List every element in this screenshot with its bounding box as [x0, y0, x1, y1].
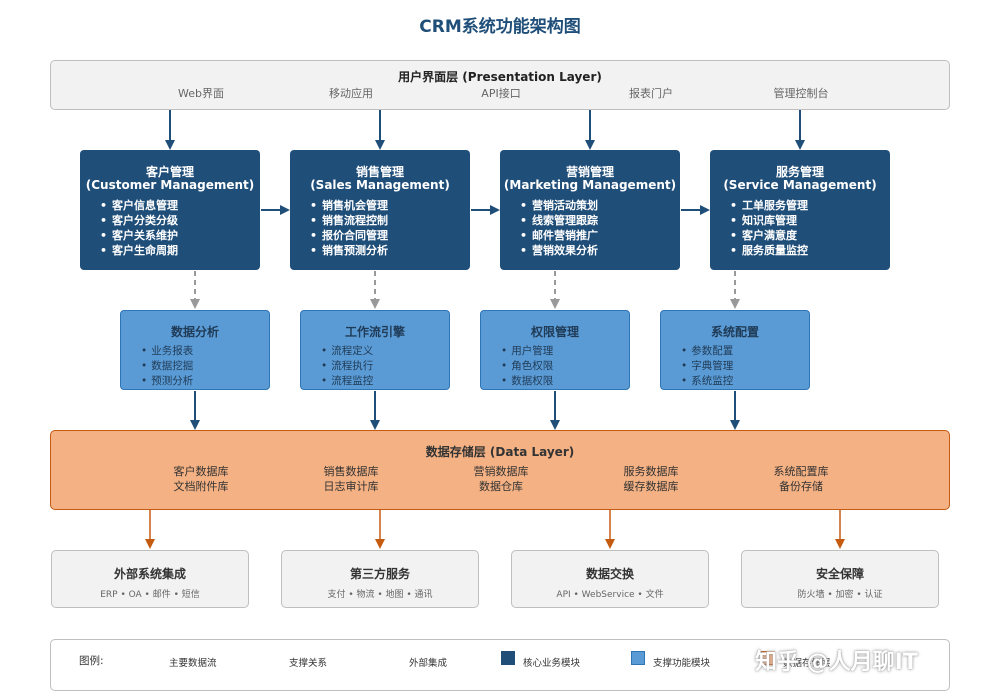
- support-feature: 用户管理: [501, 344, 553, 359]
- diagram-title: CRM系统功能架构图: [419, 17, 581, 37]
- module-feature: 知识库管理: [730, 213, 808, 228]
- external-name: 安全保障: [815, 567, 864, 581]
- support-module-name: 工作流引擎: [344, 325, 405, 339]
- data-layer: 数据存储层 (Data Layer) 客户数据库 文档附件库 销售数据库 日志审…: [50, 430, 950, 510]
- module-feature: 销售流程控制: [310, 213, 388, 228]
- data-store: 系统配置库: [773, 465, 829, 478]
- data-store-column: 服务数据库 缓存数据库: [576, 464, 726, 494]
- legend-data-swatch: [761, 651, 775, 665]
- data-store: 数据仓库: [479, 480, 523, 493]
- data-store-column: 客户数据库 文档附件库: [126, 464, 276, 494]
- support-module-name: 数据分析: [170, 325, 219, 339]
- data-store: 销售数据库: [323, 465, 379, 478]
- legend-data-label: 数据存储层: [783, 658, 831, 669]
- module-name: 客户管理: [145, 165, 194, 179]
- data-store: 日志审计库: [323, 480, 379, 493]
- external-system-integration: 外部系统集成 ERP • OA • 邮件 • 短信: [51, 550, 249, 608]
- module-feature: 客户满意度: [730, 228, 808, 243]
- support-feature: 数据权限: [501, 374, 553, 389]
- support-module-name: 权限管理: [530, 325, 579, 339]
- external-name: 数据交换: [585, 567, 634, 581]
- module-feature: 服务质量监控: [730, 243, 808, 258]
- data-store: 服务数据库: [623, 465, 679, 478]
- module-feature: 客户关系维护: [100, 228, 178, 243]
- external-data-exchange: 数据交换 API • WebService • 文件: [511, 550, 709, 608]
- pres-item-web: Web界面: [178, 87, 224, 100]
- support-feature: 业务报表: [141, 344, 193, 359]
- support-feature: 预测分析: [141, 374, 193, 389]
- support-module-config: 系统配置 参数配置 字典管理 系统监控: [660, 310, 810, 390]
- legend-external-label: 外部集成: [409, 658, 448, 669]
- data-store-column: 营销数据库 数据仓库: [426, 464, 576, 494]
- legend: 图例: 主要数据流 支撑关系 外部集成 核心业务模块 支撑功能模块 数据存储层: [50, 639, 950, 691]
- external-name: 外部系统集成: [113, 567, 186, 581]
- core-module-sales: 销售管理 (Sales Management) 销售机会管理 销售流程控制 报价…: [290, 150, 470, 270]
- legend-core-label: 核心业务模块: [523, 658, 581, 669]
- support-feature: 流程定义: [321, 344, 373, 359]
- module-feature: 工单服务管理: [730, 198, 808, 213]
- presentation-layer: 用户界面层 (Presentation Layer) Web界面 移动应用 AP…: [50, 60, 950, 110]
- module-name: 服务管理: [775, 165, 824, 179]
- legend-support-label: 支撑关系: [289, 658, 328, 669]
- module-feature: 客户信息管理: [100, 198, 178, 213]
- support-module-name: 系统配置: [710, 325, 759, 339]
- data-store: 文档附件库: [173, 480, 229, 493]
- module-feature: 报价合同管理: [310, 228, 388, 243]
- presentation-layer-title: 用户界面层 (Presentation Layer): [398, 70, 602, 84]
- legend-main-flow-label: 主要数据流: [169, 658, 217, 669]
- module-feature: 营销效果分析: [520, 243, 598, 258]
- support-feature: 数据挖掘: [141, 359, 193, 374]
- module-name-en: (Customer Management): [85, 178, 255, 192]
- external-detail: ERP • OA • 邮件 • 短信: [100, 590, 200, 600]
- support-feature: 流程监控: [321, 374, 373, 389]
- legend-support-swatch: [631, 651, 645, 665]
- module-feature: 邮件营销推广: [520, 228, 598, 243]
- module-feature: 销售机会管理: [310, 198, 388, 213]
- external-name: 第三方服务: [349, 567, 410, 581]
- module-name: 营销管理: [565, 165, 614, 179]
- module-feature: 营销活动策划: [520, 198, 598, 213]
- external-detail: API • WebService • 文件: [556, 590, 664, 600]
- data-store-column: 系统配置库 备份存储: [726, 464, 876, 494]
- core-module-service: 服务管理 (Service Management) 工单服务管理 知识库管理 客…: [710, 150, 890, 270]
- module-name-en: (Service Management): [723, 178, 877, 192]
- module-feature: 客户分类分级: [100, 213, 178, 228]
- support-feature: 角色权限: [501, 359, 553, 374]
- pres-item-api: API接口: [481, 87, 521, 100]
- support-feature: 参数配置: [681, 344, 733, 359]
- data-store: 营销数据库: [473, 465, 529, 478]
- support-feature: 字典管理: [681, 359, 733, 374]
- pres-item-report-portal: 报表门户: [629, 87, 673, 100]
- support-feature: 流程执行: [321, 359, 373, 374]
- module-feature: 线索管理跟踪: [520, 213, 598, 228]
- external-third-party: 第三方服务 支付 • 物流 • 地图 • 通讯: [281, 550, 479, 608]
- module-name: 销售管理: [355, 165, 404, 179]
- support-module-permission: 权限管理 用户管理 角色权限 数据权限: [480, 310, 630, 390]
- legend-core-swatch: [501, 651, 515, 665]
- legend-support-module-label: 支撑功能模块: [653, 658, 711, 669]
- pres-item-mobile: 移动应用: [329, 87, 373, 100]
- core-module-customer: 客户管理 (Customer Management) 客户信息管理 客户分类分级…: [80, 150, 260, 270]
- external-detail: 防火墙 • 加密 • 认证: [797, 590, 883, 600]
- module-name-en: (Sales Management): [310, 178, 450, 192]
- legend-label: 图例:: [79, 655, 104, 667]
- data-store-column: 销售数据库 日志审计库: [276, 464, 426, 494]
- core-module-marketing: 营销管理 (Marketing Management) 营销活动策划 线索管理跟…: [500, 150, 680, 270]
- module-feature: 销售预测分析: [310, 243, 388, 258]
- support-feature: 系统监控: [681, 374, 733, 389]
- external-security: 安全保障 防火墙 • 加密 • 认证: [741, 550, 939, 608]
- data-store: 缓存数据库: [623, 480, 679, 493]
- pres-item-admin-console: 管理控制台: [773, 87, 829, 100]
- external-detail: 支付 • 物流 • 地图 • 通讯: [327, 590, 433, 600]
- support-module-workflow: 工作流引擎 流程定义 流程执行 流程监控: [300, 310, 450, 390]
- support-module-analytics: 数据分析 业务报表 数据挖掘 预测分析: [120, 310, 270, 390]
- data-layer-title: 数据存储层 (Data Layer): [425, 445, 575, 459]
- module-feature: 客户生命周期: [100, 243, 178, 258]
- watermark: 知乎 @人月聊IT: [755, 650, 918, 675]
- data-store: 客户数据库: [173, 465, 229, 478]
- data-store: 备份存储: [779, 480, 823, 493]
- module-name-en: (Marketing Management): [503, 178, 677, 192]
